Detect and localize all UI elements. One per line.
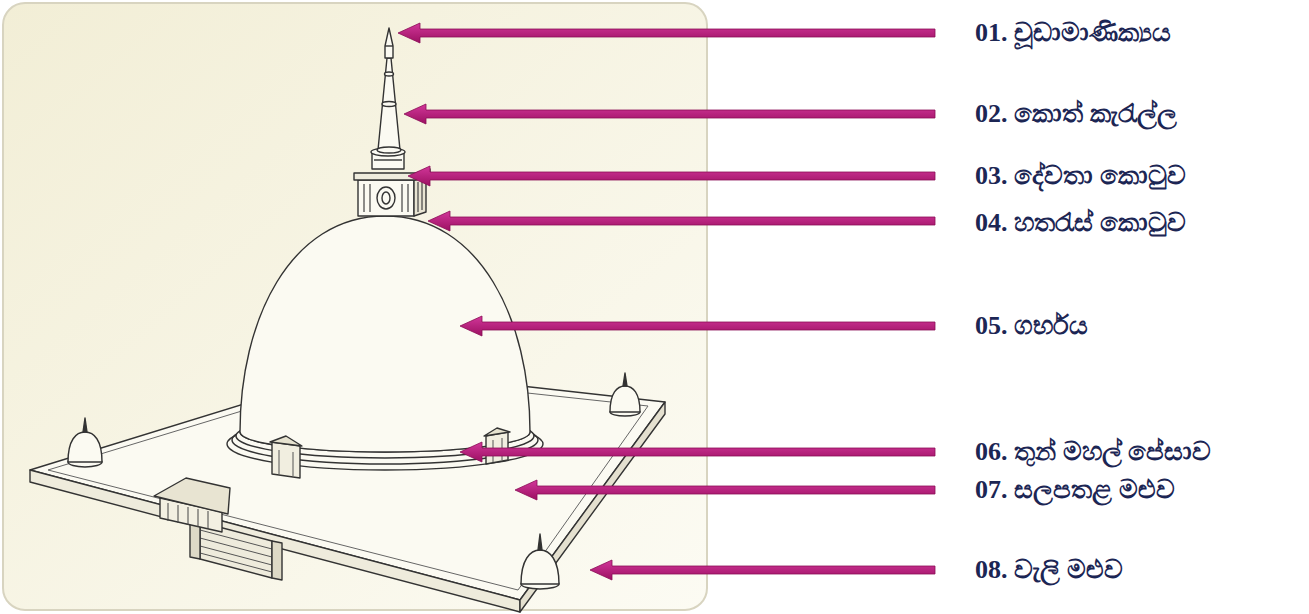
leader-arrow [398, 23, 935, 43]
leader-arrows [398, 23, 935, 580]
dome [240, 216, 530, 452]
leader-arrow [428, 211, 935, 231]
corner-stupa [521, 534, 559, 589]
spire-ring [382, 102, 396, 107]
part-label: 05. ගර්භය [975, 310, 1088, 341]
crest-jewel-line [385, 45, 393, 46]
crest-jewel [385, 28, 393, 58]
part-label: 06. තුන් මහල් පේසාව [975, 436, 1211, 467]
leader-arrow [460, 316, 935, 336]
square-chamber-bars [364, 180, 422, 212]
part-label: 02. කොත් කැරැල්ල [975, 98, 1177, 129]
step-lines [200, 530, 272, 572]
corner-stupa [610, 373, 640, 416]
leader-arrow [460, 442, 935, 462]
deity-chamber-line [374, 159, 402, 160]
square-chamber-front [358, 180, 414, 216]
spire-ring [385, 72, 394, 76]
part-label: 04. හතරැස් කොටුව [975, 207, 1186, 238]
part-label: 03. දේවතා කොටුව [975, 160, 1186, 191]
terrace-front-wall [30, 470, 520, 612]
spire [378, 58, 400, 150]
leader-arrow [404, 104, 935, 124]
leader-arrow [590, 560, 935, 580]
terrace-side-wall [520, 402, 665, 612]
square-chamber-disc [382, 192, 390, 204]
leader-arrow [408, 166, 935, 186]
part-label: 08. වැලි මළුව [975, 554, 1123, 585]
spire-ring [377, 147, 401, 153]
part-label: 01. චූඩාමාණික්‍යය [975, 17, 1171, 48]
image-house-pillars [168, 503, 208, 529]
leader-arrow [515, 480, 935, 500]
part-label: 07. සලපතළ මළුව [975, 474, 1175, 505]
vahalkada [484, 428, 510, 464]
illustration-panel [3, 3, 707, 610]
steps [200, 522, 272, 578]
image-house-roof [154, 478, 230, 514]
deity-chamber-rim [371, 148, 405, 156]
square-chamber-disc [377, 187, 395, 209]
corner-stupa [68, 418, 102, 467]
vahalkada [270, 436, 302, 478]
step-walls [190, 520, 282, 580]
